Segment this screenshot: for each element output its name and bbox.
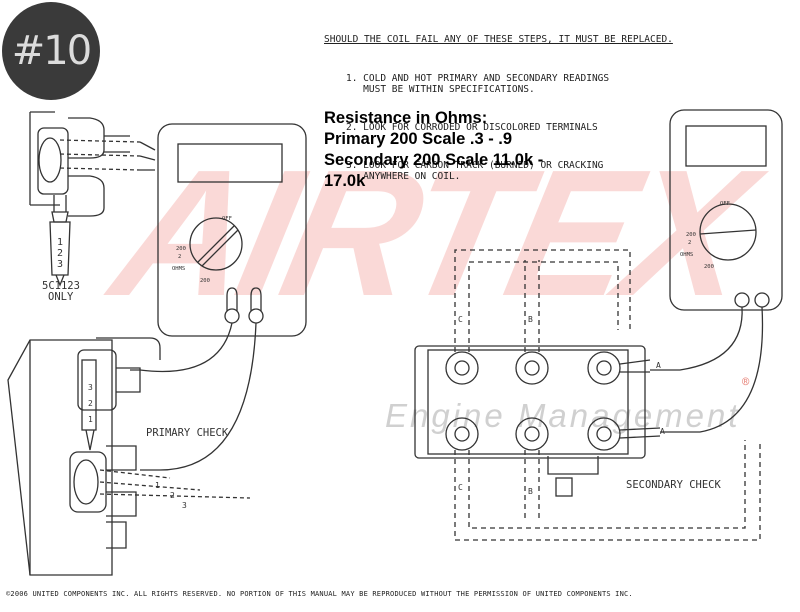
secondary-spec-cont: 17.0k	[324, 172, 366, 190]
lead-number: 1	[155, 481, 160, 490]
instruction-step: 2. LOOK FOR CORRODED OR DISCOLORED TERMI…	[346, 122, 598, 133]
copyright-footer: ©2006 UNITED COMPONENTS INC. ALL RIGHTS …	[6, 590, 633, 598]
instructions: SHOULD THE COIL FAIL ANY OF THESE STEPS,…	[324, 12, 673, 209]
coil-terminal: 3	[88, 383, 93, 392]
right-meter-200b: 200	[704, 264, 714, 270]
resistance-spec: Resistance in Ohms: Primary 200 Scale .3…	[324, 108, 543, 192]
right-meter-2: 2	[688, 240, 691, 246]
left-meter-off: OFF	[222, 216, 232, 222]
right-meter-200: 200	[686, 232, 696, 238]
tower-label: A	[660, 427, 665, 436]
tower-label: C	[458, 315, 463, 324]
connector-pin: 1	[57, 237, 63, 248]
left-meter-ohms: OHMS	[172, 266, 185, 272]
instruction-step: 1. COLD AND HOT PRIMARY AND SECONDARY RE…	[346, 73, 610, 95]
connector-pin: 3	[57, 259, 63, 270]
secondary-check-label: SECONDARY CHECK	[626, 479, 721, 491]
left-multimeter	[130, 123, 307, 471]
instruction-step: 3. LOOK FOR CARBON TRACK (BURNED) OR CRA…	[346, 160, 604, 182]
tower-label: A	[656, 361, 661, 370]
connector-detail	[29, 111, 156, 287]
right-meter-ohms: OHMS	[680, 252, 693, 258]
coil-terminal: 1	[88, 415, 93, 424]
coil-terminal: 2	[88, 399, 93, 408]
left-meter-2: 2	[178, 254, 181, 260]
right-meter-off: OFF	[720, 201, 730, 207]
part-number: 5C1123	[42, 280, 80, 292]
tower-label: B	[528, 487, 533, 496]
resistance-title: Resistance in Ohms:	[324, 109, 488, 127]
lead-number: 2	[170, 491, 175, 500]
tower-label: B	[528, 315, 533, 324]
primary-coil	[7, 337, 251, 576]
left-meter-200b: 200	[200, 278, 210, 284]
right-multimeter	[650, 109, 783, 433]
primary-spec: Primary 200 Scale .3 - .9	[324, 130, 513, 148]
primary-check-label: PRIMARY CHECK	[146, 427, 229, 439]
tower-label: C	[458, 483, 463, 492]
secondary-spec: Secondary 200 Scale 11.0k -	[324, 151, 544, 169]
page-number-badge: #10	[2, 2, 100, 100]
secondary-coil-pack	[414, 345, 661, 497]
registered-mark: ®	[742, 375, 750, 389]
watermark-tagline: Engine Management	[385, 397, 741, 434]
left-meter-200: 200	[176, 246, 186, 252]
secondary-dashed-leads	[454, 249, 761, 541]
instructions-header: SHOULD THE COIL FAIL ANY OF THESE STEPS,…	[324, 34, 673, 45]
lead-number: 3	[182, 501, 187, 510]
part-number-only: ONLY	[48, 291, 74, 303]
connector-pin: 2	[57, 248, 63, 259]
